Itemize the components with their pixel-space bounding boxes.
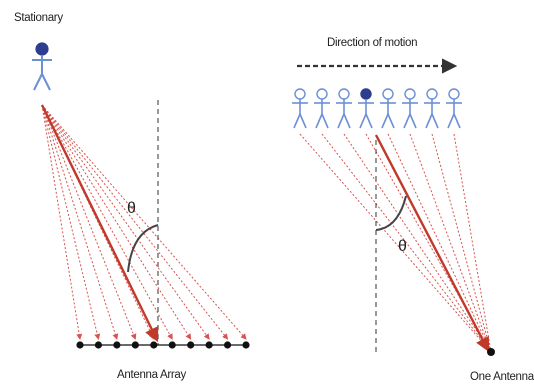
direction-of-motion-label: Direction of motion <box>327 37 418 49</box>
left-ray-10 <box>41 104 247 340</box>
left-ray-4 <box>41 104 137 340</box>
right-ray-2 <box>321 133 492 353</box>
stationary-person-icon <box>32 42 52 91</box>
left-ray-8 <box>41 104 210 340</box>
antenna-array-icons <box>76 341 250 349</box>
left-ray-7 <box>41 104 192 340</box>
right-ray-8 <box>453 133 492 353</box>
person-7-icon <box>424 88 440 129</box>
left-panel-antenna-array <box>32 42 250 349</box>
person-3-icon <box>336 88 352 129</box>
one-antenna-dot-icon <box>487 348 495 356</box>
right-ray-3 <box>343 133 492 353</box>
left-ray-9 <box>41 104 229 340</box>
moving-people-icons <box>292 88 462 129</box>
right-ray-5 <box>387 133 492 353</box>
left-ray-6 <box>41 104 173 340</box>
theta-left-label: θ <box>127 200 136 217</box>
right-ray-7 <box>431 133 492 353</box>
stationary-label: Stationary <box>14 12 63 24</box>
right-signal-rays <box>299 133 492 353</box>
person-4-icon <box>358 88 374 129</box>
person-8-icon <box>446 88 462 129</box>
left-angle-arc <box>127 224 159 273</box>
person-2-icon <box>314 88 330 129</box>
left-signal-rays <box>41 104 247 340</box>
person-6-icon <box>402 88 418 129</box>
person-1-icon <box>292 88 308 129</box>
right-angle-arc <box>375 195 407 231</box>
theta-right-label: θ <box>398 238 407 255</box>
antenna-array-label: Antenna Array <box>117 369 186 381</box>
left-ray-1 <box>41 104 83 340</box>
right-ray-1 <box>299 133 492 353</box>
person-5-icon <box>380 88 396 129</box>
right-panel-one-antenna <box>292 58 495 356</box>
right-main-ray <box>374 134 490 353</box>
right-ray-6 <box>409 133 492 353</box>
left-ray-2 <box>41 104 101 340</box>
left-main-ray <box>40 104 159 343</box>
left-ray-3 <box>41 104 119 340</box>
left-ray-5 <box>41 104 155 340</box>
one-antenna-label: One Antenna <box>470 371 534 383</box>
